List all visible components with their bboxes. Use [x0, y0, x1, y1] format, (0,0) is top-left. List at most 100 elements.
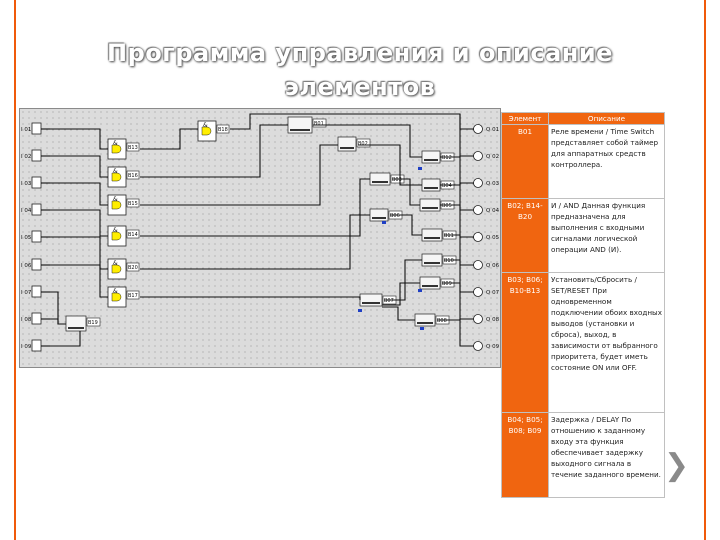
output-coil [473, 205, 483, 215]
function-block [421, 228, 443, 242]
block-tag [86, 317, 101, 327]
wire [140, 214, 370, 270]
wire [358, 144, 422, 186]
and-symbol: & [113, 168, 118, 175]
block-label: B09 [442, 281, 452, 287]
input-contact [31, 285, 42, 298]
wire [50, 155, 108, 178]
and-gate-symbol [111, 200, 122, 210]
and-symbol: & [113, 227, 118, 234]
row-description: Задержка / DELAY По отношению к заданном… [548, 412, 665, 498]
output-label: Q 02 [486, 154, 499, 160]
wire [384, 259, 422, 301]
block-tag [312, 118, 327, 128]
and-label: B13 [128, 145, 138, 151]
output-coil [473, 232, 483, 242]
and-label: B18 [218, 127, 228, 133]
block-label: B08 [437, 318, 447, 324]
input-label: I 01 [21, 127, 31, 133]
and-gate-symbol [111, 292, 122, 302]
wire [50, 331, 81, 347]
and-symbol: & [113, 140, 118, 147]
wire [382, 282, 420, 306]
table-header-row: Элемент Описание [501, 112, 665, 125]
function-block [369, 172, 391, 186]
block-display [372, 181, 388, 183]
input-label: I 07 [21, 290, 32, 296]
wire [50, 209, 108, 237]
block-label: B12 [442, 155, 452, 161]
block-display [372, 217, 386, 219]
block-label: B05 [442, 203, 452, 209]
block-label: B02 [358, 141, 368, 147]
block-display [417, 322, 433, 324]
wire [140, 124, 288, 178]
function-block [421, 253, 443, 267]
wire [140, 144, 338, 206]
output-coil [473, 124, 483, 134]
and-label: B15 [128, 201, 138, 207]
wire [50, 236, 108, 270]
block-label: B04 [442, 183, 452, 189]
block-tag [126, 290, 140, 300]
wire [50, 182, 108, 206]
and-gate-symbol [111, 172, 122, 182]
input-contact [31, 149, 42, 162]
input-label: I 08 [21, 317, 32, 323]
output-label: Q 08 [486, 317, 500, 323]
left-frame-line [14, 0, 16, 540]
block-display [424, 262, 440, 264]
block-display [424, 187, 438, 189]
table-row: B02; B14-B20 И / AND Данная функция пред… [501, 198, 665, 273]
wire [230, 113, 474, 130]
and-symbol: & [113, 196, 118, 203]
block-display [362, 302, 380, 304]
and-label: B20 [128, 265, 138, 271]
block-tag [126, 229, 140, 239]
function-block [369, 208, 389, 222]
input-contact [31, 230, 42, 243]
block-label: B06 [390, 213, 400, 219]
block-display [290, 129, 310, 131]
block-label: B11 [444, 233, 454, 239]
output-label: Q 09 [486, 344, 500, 350]
table-row: B01 Реле времени / Time Switch представл… [501, 124, 665, 199]
and-label: B17 [128, 293, 138, 299]
block-tag [126, 170, 140, 180]
block-tag [356, 138, 371, 148]
output-label: Q 05 [486, 235, 500, 241]
output-coil [473, 178, 483, 188]
input-contact [31, 312, 42, 325]
wire [50, 264, 108, 298]
element-description-table: Элемент Описание B01 Реле времени / Time… [501, 112, 665, 498]
function-block [359, 293, 383, 307]
accent-marker [418, 289, 422, 292]
accent-marker [382, 221, 386, 224]
input-contact [31, 258, 42, 271]
input-label: I 04 [21, 208, 32, 214]
output-coil [473, 314, 483, 324]
wire [50, 128, 108, 150]
input-label: I 06 [21, 263, 32, 269]
accent-marker [420, 327, 424, 330]
and-label: B16 [128, 173, 138, 179]
row-description: Установить/Сбросить / SET/RESET При одно… [548, 272, 665, 413]
block-tag [126, 198, 140, 208]
block-label: B07 [384, 298, 394, 304]
output-label: Q 03 [486, 181, 500, 187]
wire [459, 114, 474, 347]
wire [392, 178, 420, 206]
input-contact [31, 203, 42, 216]
and-gate-symbol [111, 144, 122, 154]
chevron-right-icon[interactable]: ❯ [664, 448, 690, 483]
and-symbol: & [113, 260, 118, 267]
block-tag [126, 142, 140, 152]
row-description: И / AND Данная функция предназначена для… [548, 198, 665, 273]
input-contact [31, 339, 42, 352]
output-label: Q 06 [486, 263, 500, 269]
block-display [68, 327, 84, 329]
output-coil [473, 287, 483, 297]
slide-title: Программа управления и описание элементо… [107, 39, 613, 101]
output-coil [473, 260, 483, 270]
